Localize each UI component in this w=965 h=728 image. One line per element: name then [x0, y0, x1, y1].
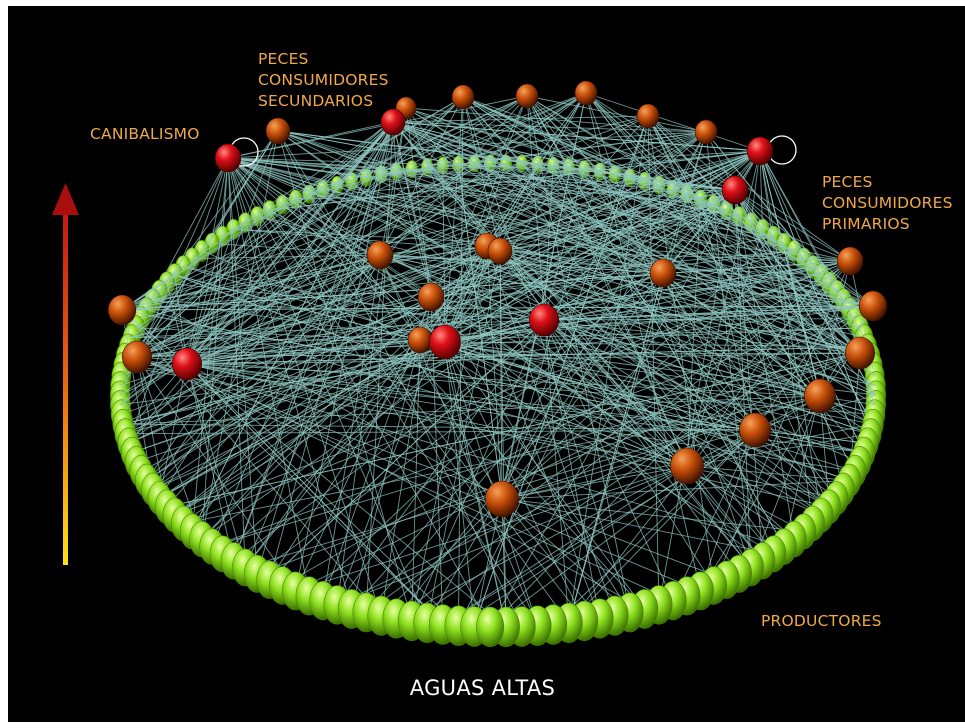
consumer-node: [485, 481, 518, 517]
consumer-node: [859, 291, 887, 321]
consumer-node: [575, 81, 597, 105]
secondary-label-line: PECES: [258, 49, 389, 70]
consumer-node: [488, 238, 512, 264]
top-predator-node: [172, 348, 201, 380]
secondary-consumers-label: PECES CONSUMIDORES SECUNDARIOS: [258, 49, 389, 112]
consumer-node: [837, 247, 863, 275]
trophic-link: [228, 158, 569, 623]
up-arrow-icon: [52, 183, 80, 565]
consumer-node: [516, 84, 538, 108]
primary-label-line: PRIMARIOS: [822, 214, 953, 235]
consumer-node: [122, 341, 151, 373]
producer-node: [476, 607, 503, 647]
consumer-node: [452, 85, 474, 109]
secondary-label-line: SECUNDARIOS: [258, 91, 389, 112]
cannibalism-label: CANIBALISMO: [90, 124, 200, 145]
consumer-node: [845, 337, 874, 369]
consumer-node: [266, 118, 290, 144]
secondary-label-line: CONSUMIDORES: [258, 70, 389, 91]
top-predator-node: [215, 144, 241, 172]
consumer-node: [408, 327, 432, 353]
top-predator-node: [381, 109, 405, 135]
consumer-node: [650, 259, 676, 287]
consumer-node: [418, 283, 444, 311]
diagram-title: AGUAS ALTAS: [0, 676, 965, 700]
producers-label-text: PRODUCTORES: [761, 611, 882, 632]
primary-label-line: PECES: [822, 172, 953, 193]
top-predator-node: [722, 176, 748, 204]
top-predator-node: [429, 325, 460, 359]
top-predator-node: [747, 137, 773, 165]
consumer-node: [739, 413, 770, 447]
primary-consumers-label: PECES CONSUMIDORES PRIMARIOS: [822, 172, 953, 235]
primary-label-line: CONSUMIDORES: [822, 193, 953, 214]
consumer-node: [108, 295, 136, 325]
consumer-node: [804, 379, 835, 413]
consumer-node: [637, 104, 659, 128]
top-predator-node: [529, 304, 558, 336]
consumer-node: [695, 120, 717, 144]
cannibalism-label-text: CANIBALISMO: [90, 124, 200, 145]
consumer-node: [670, 448, 703, 484]
trophic-link: [245, 251, 500, 567]
consumer-node: [367, 241, 393, 269]
producers-label: PRODUCTORES: [761, 611, 882, 632]
